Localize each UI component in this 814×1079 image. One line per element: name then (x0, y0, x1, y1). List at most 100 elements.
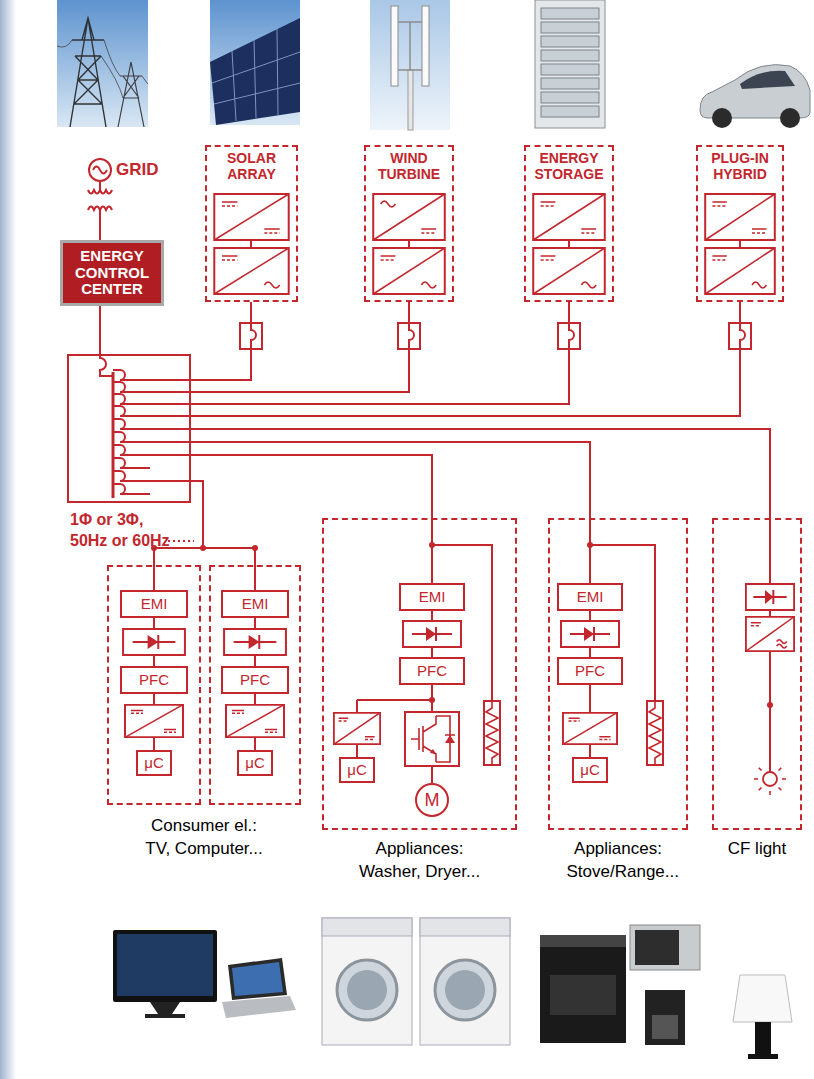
ac-source-symbol (93, 167, 107, 174)
box-label: EMI (141, 596, 168, 613)
hybrid-car-photo (700, 65, 810, 128)
microcontroller-block: μC (136, 750, 172, 776)
laptop-photo (222, 996, 296, 1018)
stove-photo (540, 935, 626, 947)
stove-photo (645, 990, 685, 1045)
stove-photo (652, 1015, 678, 1039)
stove-photo (540, 925, 700, 1045)
converter-symbol (214, 194, 288, 240)
load-box: EMIPFCμCMAppliances: Washer, Dryer... (322, 518, 517, 830)
washer-photo (420, 918, 510, 1045)
junction-dot (429, 697, 435, 703)
stove-photo (550, 975, 616, 1015)
washer-photo (435, 960, 495, 1020)
wire (113, 445, 432, 712)
hybrid-car-photo (780, 108, 800, 128)
washer-photo (322, 918, 412, 1045)
inverter-symbol (445, 735, 455, 743)
rectifier-symbol (224, 629, 286, 655)
slide-edge (0, 0, 16, 1079)
function-block: PFC (557, 657, 623, 685)
lamp-symbol (754, 768, 786, 795)
converter-symbol (533, 194, 605, 240)
group-caption: Consumer el.: TV, Computer... (145, 815, 263, 861)
breaker-panel (68, 355, 190, 502)
supply-label: 1Φ or 3Φ, 50Hz or 60Hz (70, 510, 171, 552)
wire (113, 432, 590, 757)
battery-cabinet-photo (541, 64, 599, 75)
box-label: ENERGY CONTROL CENTER (68, 248, 156, 298)
converter-symbol (373, 194, 445, 240)
box-label: ENERGY STORAGE (526, 147, 612, 182)
resistor-symbol (647, 701, 663, 765)
converter-symbol (226, 705, 284, 738)
battery-cabinet-photo (535, 0, 605, 128)
transformer-symbol (88, 181, 112, 240)
box-label: M (425, 791, 440, 809)
wire (113, 350, 409, 392)
wire (113, 458, 150, 468)
transformer-symbol (88, 181, 112, 240)
junction-dot (767, 702, 773, 708)
battery-cabinet-photo (541, 8, 599, 19)
box-label: μC (347, 762, 366, 779)
breaker-panel (112, 372, 115, 498)
tv-photo (150, 1002, 180, 1014)
inverter-symbol (405, 712, 459, 766)
washer-photo (337, 960, 397, 1020)
power-line-photo (70, 18, 106, 127)
load-box: EMIPFCμCAppliances: Stove/Range... (548, 518, 688, 830)
washer-photo (445, 970, 485, 1010)
rectifier-symbol (123, 584, 794, 655)
function-block: EMI (557, 583, 623, 611)
source-box: PLUG-IN HYBRID (696, 145, 784, 302)
solar-panel-photo (210, 0, 300, 125)
function-block: PFC (221, 666, 289, 694)
breaker-symbol (398, 323, 420, 349)
converter-symbol (533, 248, 605, 294)
lamp-photo (733, 975, 792, 1022)
load-box: EMI PFC μC (107, 565, 201, 805)
source-box: ENERGY STORAGE (524, 145, 614, 302)
solar-panel-photo (210, 18, 300, 125)
source-box: SOLAR ARRAY (205, 145, 298, 302)
box-label: PFC (240, 672, 270, 689)
rectifier-symbol (403, 621, 461, 647)
battery-cabinet-photo (541, 36, 599, 47)
converter-symbol (373, 248, 445, 294)
rectifier-symbol (746, 584, 794, 610)
slide-edge (0, 0, 16, 1079)
hybrid-car-photo (740, 71, 795, 89)
stove-photo (540, 935, 626, 1043)
wind-turbine-photo (370, 0, 450, 130)
wire (113, 350, 740, 416)
washer-photo (322, 918, 412, 936)
ac-source-symbol (89, 159, 111, 181)
group-caption: Appliances: Stove/Range... (567, 838, 670, 884)
power-line-photo (57, 0, 148, 127)
box-label: μC (580, 762, 599, 779)
junction-dot (252, 545, 258, 551)
load-box: CF light (712, 518, 802, 830)
lamp-symbol (763, 772, 777, 786)
lamp-photo (748, 1054, 778, 1059)
function-block: PFC (120, 666, 188, 694)
breaker-panel (68, 355, 190, 502)
battery-cabinet-photo (535, 0, 605, 128)
solar-panel-photo (212, 29, 300, 121)
laptop-photo (232, 962, 283, 996)
wind-turbine-photo (398, 22, 422, 70)
microcontroller-block: μC (237, 750, 273, 776)
breaker-symbol (558, 323, 580, 349)
wire (113, 350, 569, 404)
solar-panel-photo (210, 0, 300, 125)
function-block: EMI (120, 590, 188, 618)
microcontroller-block: μC (339, 757, 375, 783)
breaker-symbol (729, 323, 751, 349)
box-label: PLUG-IN HYBRID (698, 147, 782, 182)
lamp-photo (733, 975, 792, 1059)
source-box: WIND TURBINE (364, 145, 454, 302)
tv-photo (117, 934, 213, 996)
function-block: EMI (399, 583, 465, 611)
box-label: μC (245, 755, 264, 772)
